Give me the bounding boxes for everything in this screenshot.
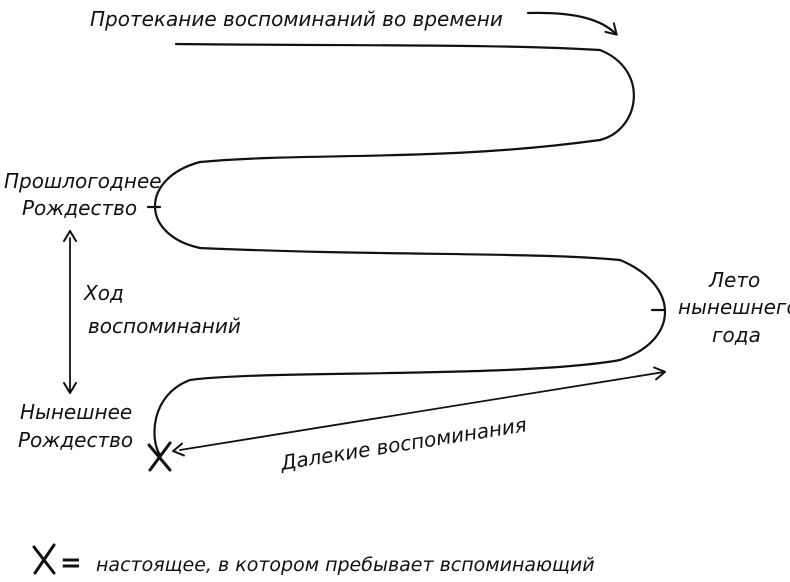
legend-text: настоящее, в котором пребывает вспоминаю… (96, 554, 595, 576)
summer-label-line3: года (712, 323, 761, 347)
title-arrow (526, 11, 618, 36)
current-christmas-label-line1: Нынешнее (20, 400, 132, 424)
distant-memories-label: Далекие воспоминания (278, 412, 528, 475)
current-christmas-label-line2: Рождество (18, 428, 133, 452)
course-of-memories-label-line1: Ход (83, 281, 124, 305)
course-of-memories-label-line2: воспоминаний (88, 314, 241, 338)
last-christmas-label-line2: Рождество (22, 196, 137, 220)
diagram-title: Протекание воспоминаний во времени (90, 7, 503, 31)
legend-x-icon (32, 543, 56, 575)
legend-equals: = (60, 548, 82, 578)
distant-memories-arrow (172, 366, 666, 457)
present-x-icon (147, 441, 172, 472)
memory-timeline-curve (153, 42, 667, 457)
last-christmas-label-line1: Прошлогоднее (4, 169, 162, 193)
legend: = настоящее, в котором пребывает вспомин… (32, 543, 595, 578)
summer-label-line2: нынешнего (678, 295, 790, 319)
summer-label-line1: Лето (708, 268, 760, 292)
